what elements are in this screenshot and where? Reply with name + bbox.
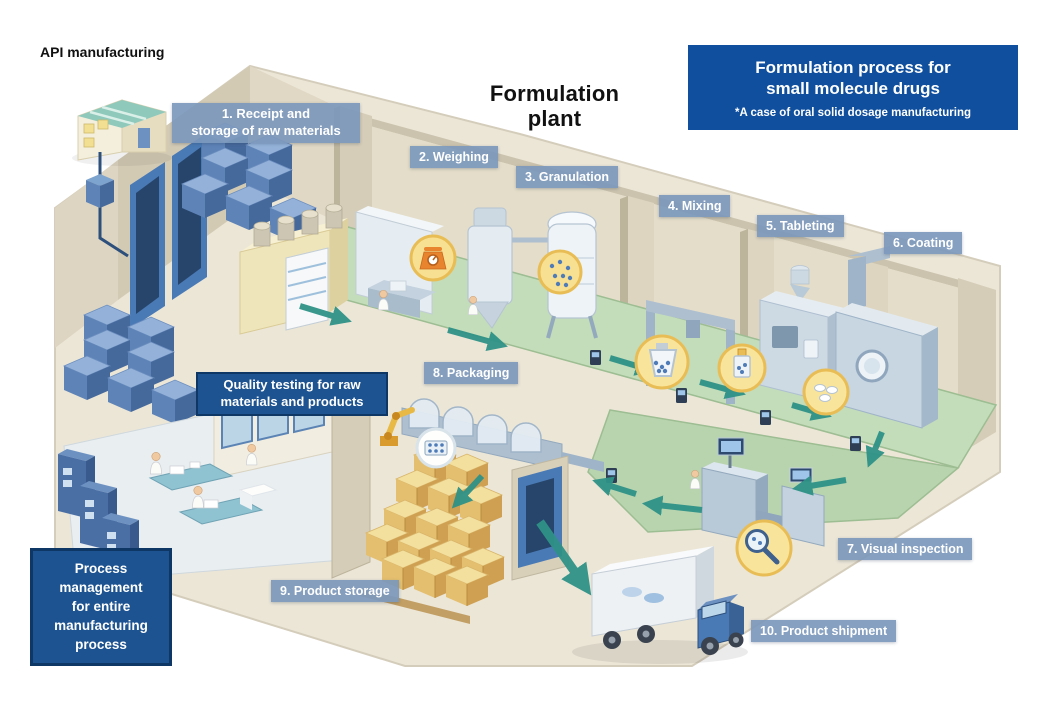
highlight-blister-icon	[415, 427, 457, 469]
shipping-dock-door	[511, 455, 569, 581]
step-label-mixing: 4. Mixing	[659, 195, 731, 218]
api-building	[72, 99, 172, 166]
step-label-product-shipment: 10. Product shipment	[751, 620, 897, 643]
highlight-container-icon	[634, 334, 690, 390]
callout-quality-testing: Quality testing for raw materials and pr…	[196, 372, 388, 416]
step-label-packaging: 8. Packaging	[424, 362, 519, 385]
api-manufacturing-label: API manufacturing	[40, 44, 165, 60]
step-label-visual-inspection: 7. Visual inspection	[838, 538, 973, 561]
loading-dock-doors	[130, 133, 207, 329]
highlight-tablets-icon	[802, 368, 850, 416]
coating-machine	[835, 246, 938, 429]
highlight-magnifier-icon	[735, 519, 793, 577]
robot-arm-icon	[380, 407, 415, 446]
packaging-machine	[380, 398, 604, 472]
info-box-subtitle: *A case of oral solid dosage manufacturi…	[734, 106, 971, 119]
api-feed-line	[86, 152, 129, 258]
step-label-tableting: 5. Tableting	[757, 215, 844, 238]
step-label-coating: 6. Coating	[884, 232, 963, 255]
callout-process-management: Process management for entire manufactur…	[30, 548, 172, 667]
drum-icons	[253, 203, 343, 247]
highlight-feeder-icon	[717, 343, 767, 393]
step-label-weighing: 2. Weighing	[410, 146, 498, 169]
weighing-station	[355, 206, 444, 318]
info-box-title: Formulation process for small molecule d…	[755, 58, 951, 99]
interior-wall-wedge	[331, 391, 371, 579]
plant-title: Formulation plant	[489, 81, 620, 131]
truck	[572, 546, 748, 664]
step-label-granulation: 3. Granulation	[516, 166, 619, 189]
step-label-product-storage: 9. Product storage	[271, 580, 399, 603]
info-box: Formulation process for small molecule d…	[688, 45, 1018, 130]
highlight-scale-icon	[409, 234, 457, 282]
highlight-granules-icon	[537, 249, 583, 295]
step-label-receipt-storage: 1. Receipt and storage of raw materials	[172, 103, 360, 143]
